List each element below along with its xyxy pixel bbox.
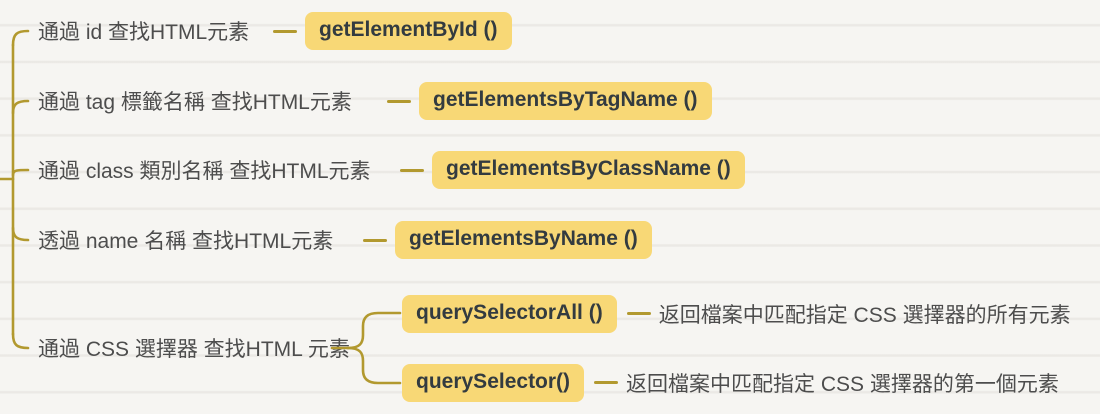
branch-label[interactable]: 通過 tag 標籤名稱 查找HTML元素 — [38, 91, 352, 114]
branch-curve-1 — [11, 29, 30, 47]
method-node[interactable]: getElementsByName () — [395, 221, 652, 259]
branch-label[interactable]: 通過 class 類別名稱 查找HTML元素 — [38, 160, 371, 183]
child-bracket-lines — [330, 311, 402, 385]
connector-dash — [387, 99, 411, 103]
method-node[interactable]: getElementsByClassName () — [432, 151, 745, 189]
connector-dash — [273, 29, 297, 33]
branch-row-name: 透過 name 名稱 查找HTML元素 getElementsByName () — [38, 221, 652, 259]
method-node[interactable]: querySelector() — [402, 363, 585, 402]
branch-row-id: 通過 id 查找HTML元素 getElementById () — [38, 12, 512, 50]
css-selector-children: querySelectorAll () 返回檔案中匹配指定 CSS 選擇器的所有… — [402, 294, 1071, 402]
branch-curve-5 — [11, 332, 30, 350]
branch-curve-4 — [11, 226, 30, 242]
method-node[interactable]: getElementsByTagName () — [419, 82, 712, 120]
branch-label[interactable]: 通過 CSS 選擇器 查找HTML 元素 — [38, 338, 350, 361]
child-row-queryselectorall: querySelectorAll () 返回檔案中匹配指定 CSS 選擇器的所有… — [402, 294, 1071, 333]
branch-row-css-selector: 通過 CSS 選擇器 查找HTML 元素 querySelectorAll ()… — [38, 294, 1071, 402]
branch-curve-3 — [11, 168, 30, 177]
connector-dash — [626, 312, 651, 315]
branch-label[interactable]: 通過 id 查找HTML元素 — [38, 21, 250, 44]
branch-row-class: 通過 class 類別名稱 查找HTML元素 getElementsByClas… — [38, 151, 745, 189]
child-row-queryselector: querySelector() 返回檔案中匹配指定 CSS 選擇器的第一個元素 — [402, 363, 1071, 402]
connector-dash — [400, 168, 424, 172]
connector-dash — [594, 381, 619, 384]
method-node[interactable]: getElementById () — [305, 12, 512, 50]
branch-curve-2 — [11, 99, 30, 115]
branch-label[interactable]: 透過 name 名稱 查找HTML元素 — [38, 230, 334, 253]
method-node[interactable]: querySelectorAll () — [402, 294, 617, 333]
method-description[interactable]: 返回檔案中匹配指定 CSS 選擇器的第一個元素 — [626, 372, 1059, 396]
method-description[interactable]: 返回檔案中匹配指定 CSS 選擇器的所有元素 — [658, 303, 1071, 327]
connector-dash — [363, 238, 387, 242]
branch-row-tag: 通過 tag 標籤名稱 查找HTML元素 getElementsByTagNam… — [38, 82, 712, 120]
